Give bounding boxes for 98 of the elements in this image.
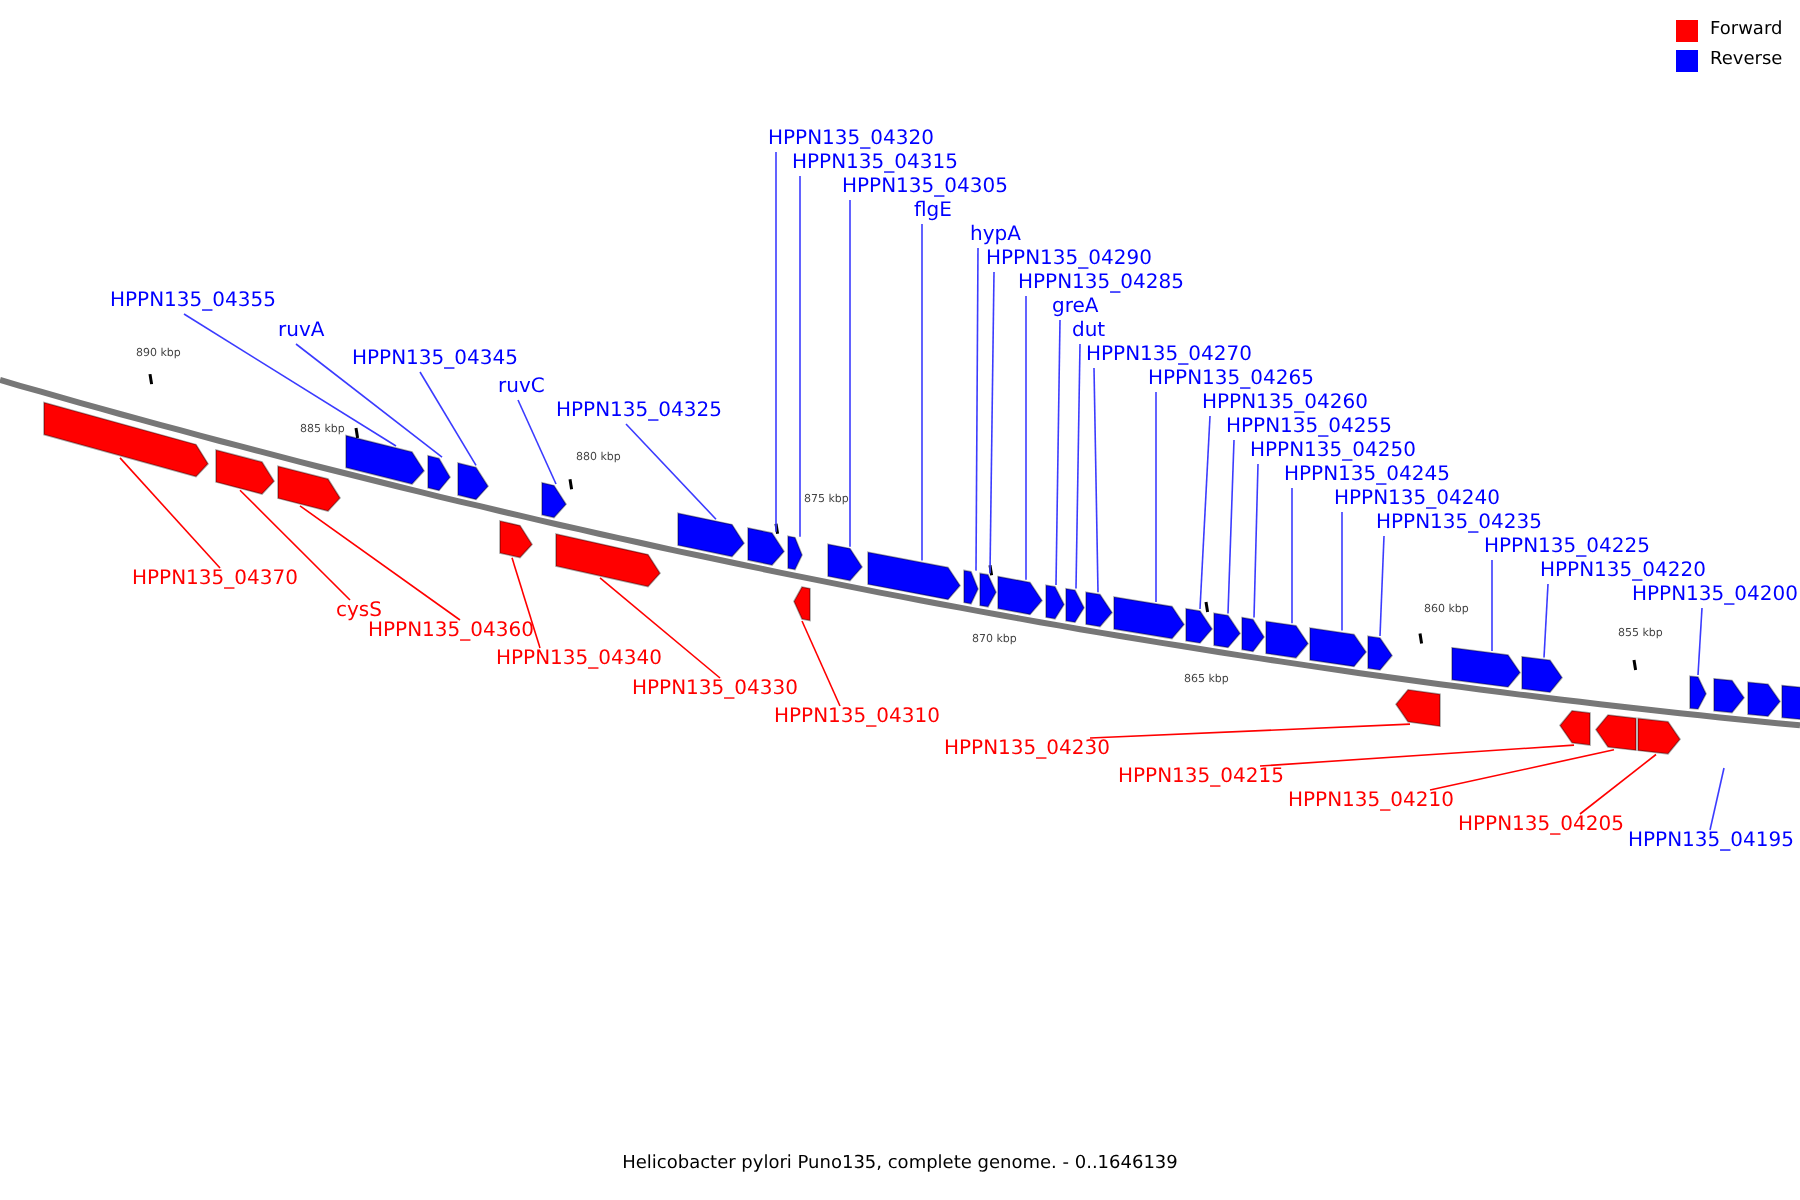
- gene-label: HPPN135_04260: [1202, 392, 1368, 416]
- leader-line: [1341, 511, 1343, 632]
- legend-label: Forward: [1710, 20, 1783, 42]
- gene-feature: [215, 448, 275, 495]
- leader-line: [801, 620, 841, 707]
- gene-label: flgE: [914, 200, 952, 224]
- gene-label: HPPN135_04200: [1632, 584, 1798, 608]
- leader-line: [1227, 439, 1235, 615]
- gene-label: HPPN135_04290: [986, 248, 1152, 272]
- gene-feature: [1559, 709, 1591, 746]
- gene-label: ruvC: [498, 376, 545, 400]
- leader-line: [989, 271, 995, 574]
- gene-label: HPPN135_04340: [496, 648, 662, 672]
- leader-line: [1253, 463, 1259, 619]
- gene-label: HPPN135_04345: [352, 348, 518, 372]
- gene-feature: [1595, 714, 1637, 752]
- leader-line: [625, 423, 717, 521]
- leader-line: [1075, 343, 1081, 590]
- gene-feature: [1395, 688, 1441, 728]
- gene-label: HPPN135_04215: [1118, 766, 1284, 790]
- leader-line: [1199, 415, 1211, 610]
- leader-line: [1025, 295, 1027, 581]
- gene-feature: [1747, 681, 1781, 718]
- gene-feature: [1713, 677, 1745, 714]
- gene-label: HPPN135_04320: [768, 128, 934, 152]
- leader-line: [517, 399, 557, 485]
- leader-line: [1709, 767, 1725, 831]
- leader-line: [239, 489, 351, 601]
- gene-label: HPPN135_04235: [1376, 512, 1542, 536]
- gene-feature: [43, 401, 209, 478]
- gene-label: cysS: [336, 600, 382, 624]
- gene-label: HPPN135_04230: [944, 738, 1110, 762]
- leader-line: [1579, 753, 1657, 815]
- leader-line: [921, 223, 923, 562]
- leader-line: [975, 247, 979, 572]
- legend-label: Reverse: [1710, 50, 1783, 72]
- leader-line: [183, 313, 397, 447]
- leader-line: [1291, 487, 1293, 625]
- gene-label: HPPN135_04240: [1334, 488, 1500, 512]
- gene-label: HPPN135_04330: [632, 678, 798, 702]
- gene-label: HPPN135_04210: [1288, 790, 1454, 814]
- gene-feature: [1265, 620, 1309, 659]
- leader-line: [1543, 583, 1549, 659]
- leader-line: [299, 505, 461, 621]
- gene-feature: [277, 465, 341, 512]
- gene-feature: [1637, 717, 1681, 755]
- leader-line: [1093, 367, 1099, 593]
- leader-line: [849, 199, 851, 548]
- gene-label: HPPN135_04255: [1226, 416, 1392, 440]
- leader-line: [295, 343, 443, 458]
- leader-line: [775, 151, 777, 533]
- leader-line: [119, 457, 221, 569]
- leader-line: [1379, 535, 1385, 637]
- leader-line: [1155, 391, 1157, 603]
- gene-label: ruvA: [278, 320, 325, 344]
- gene-label: HPPN135_04205: [1458, 814, 1624, 838]
- gene-label: HPPN135_04265: [1148, 368, 1314, 392]
- gene-label: dut: [1072, 320, 1106, 344]
- leader-line: [419, 371, 477, 467]
- gene-label: HPPN135_04305: [842, 176, 1008, 200]
- gene-feature: [827, 543, 863, 582]
- leader-line: [1429, 749, 1615, 791]
- gene-feature: [1451, 646, 1521, 688]
- gene-feature: [1521, 655, 1563, 694]
- leader-line: [1089, 723, 1411, 739]
- gene-label: HPPN135_04355: [110, 290, 276, 314]
- leader-line: [799, 175, 801, 538]
- gene-label: HPPN135_04245: [1284, 464, 1450, 488]
- leader-line: [1259, 744, 1575, 767]
- gene-label: HPPN135_04370: [132, 568, 298, 592]
- caption: Helicobacter pylori Puno135, complete genome. - 0..1646139: [622, 1154, 1178, 1174]
- leader-line: [599, 577, 721, 679]
- gene-feature: [1065, 587, 1085, 624]
- gene-label: greA: [1052, 296, 1099, 320]
- gene-label: HPPN135_04270: [1086, 344, 1252, 368]
- gene-feature: [555, 533, 661, 588]
- gene-label: HPPN135_04225: [1484, 536, 1650, 560]
- leader-line: [511, 557, 541, 649]
- gene-label: HPPN135_04310: [774, 706, 940, 730]
- leader-line: [1491, 559, 1493, 652]
- leader-line: [1055, 319, 1061, 586]
- gene-feature: [1781, 684, 1800, 721]
- leader-line: [1697, 607, 1703, 676]
- gene-feature: [541, 481, 567, 519]
- gene-label: HPPN135_04325: [556, 400, 722, 424]
- gene-label: hypA: [970, 224, 1021, 248]
- gene-label: HPPN135_04195: [1628, 830, 1794, 854]
- gene-label: HPPN135_04285: [1018, 272, 1184, 296]
- gene-label: HPPN135_04360: [368, 620, 534, 644]
- gene-feature: [457, 462, 489, 501]
- gene-feature: [1689, 675, 1707, 710]
- gene-feature: [499, 520, 533, 559]
- gene-label: HPPN135_04220: [1540, 560, 1706, 584]
- gene-feature: [793, 586, 811, 622]
- gene-label: HPPN135_04250: [1250, 440, 1416, 464]
- gene-feature: [1241, 616, 1265, 653]
- gene-feature: [1213, 612, 1241, 649]
- gene-label: HPPN135_04315: [792, 152, 958, 176]
